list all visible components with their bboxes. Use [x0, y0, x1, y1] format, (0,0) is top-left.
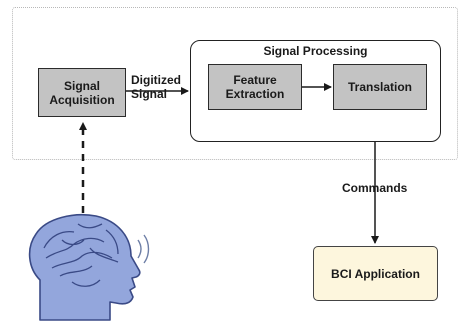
signal-acquisition-label: Signal Acquisition	[49, 78, 115, 107]
signal-waves-icon	[137, 234, 150, 264]
signal-acquisition-box: Signal Acquisition	[38, 68, 126, 117]
digitized-signal-label: Digitized Signal	[131, 73, 181, 101]
bci-system-boundary	[12, 7, 458, 160]
translation-label: Translation	[347, 80, 412, 94]
feature-extraction-label: Feature Extraction	[225, 73, 285, 101]
bci-application-label: BCI Application	[331, 266, 420, 281]
signal-processing-title: Signal Processing	[263, 44, 368, 58]
signal-processing-group: Signal Processing	[190, 40, 441, 142]
translation-box: Translation	[333, 64, 427, 110]
feature-extraction-box: Feature Extraction	[208, 64, 302, 110]
bci-application-box: BCI Application	[313, 246, 438, 301]
human-head-brain-icon	[28, 214, 141, 321]
commands-label: Commands	[342, 181, 408, 195]
